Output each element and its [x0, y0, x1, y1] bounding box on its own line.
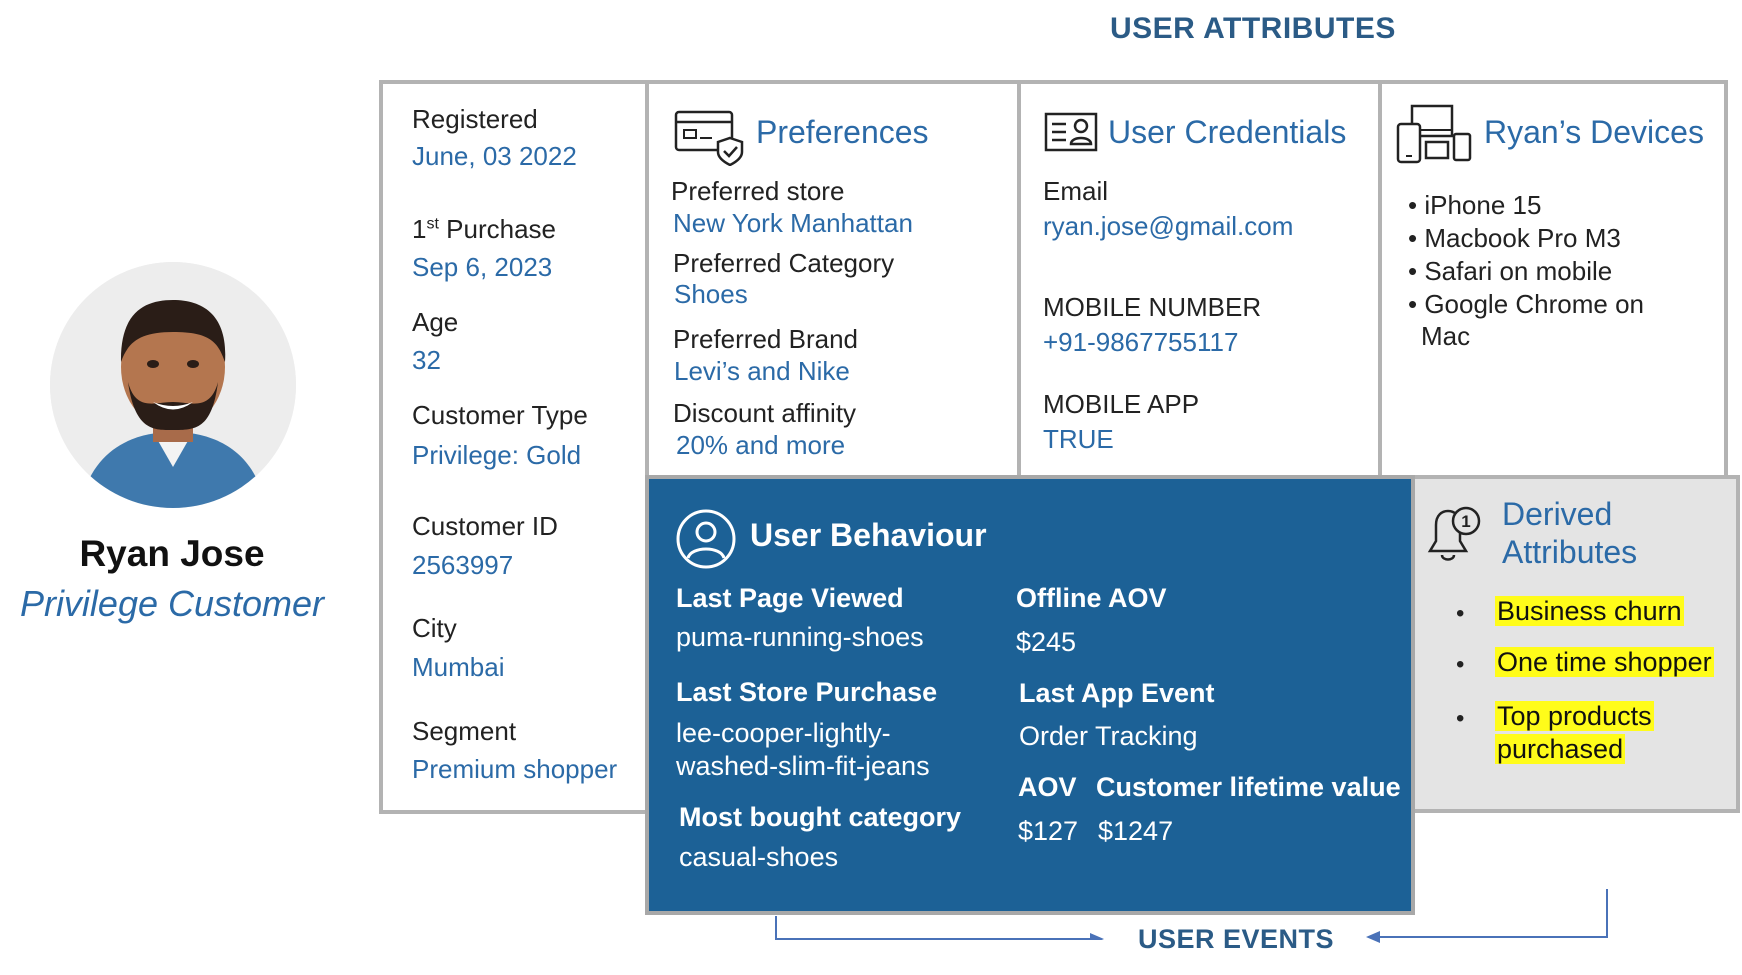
derived-bullet-1: •	[1456, 600, 1465, 627]
first-purchase-label: 1st Purchase	[412, 214, 556, 245]
most-bought-value: casual-shoes	[679, 842, 839, 872]
credentials-title: User Credentials	[1108, 114, 1347, 150]
discount-affinity-value: 20% and more	[676, 430, 846, 460]
derived-bullet-2: •	[1456, 651, 1465, 678]
last-app-event-value: Order Tracking	[1019, 721, 1198, 751]
mobile-number-label: MOBILE NUMBER	[1043, 292, 1262, 322]
profile-subtitle: Privilege Customer	[19, 583, 325, 624]
aov-label: AOV	[1018, 772, 1077, 802]
derived-title-1: Derived	[1502, 496, 1613, 532]
age-label: Age	[412, 307, 459, 337]
device-item-4-cont: Mac	[1421, 321, 1471, 351]
registered-label: Registered	[412, 104, 538, 134]
first-purchase-sup: st	[426, 215, 439, 233]
derived-item-2-text: One time shopper	[1495, 647, 1714, 677]
devices-icon	[1396, 104, 1472, 164]
customer-id-value: 2563997	[412, 550, 514, 580]
last-store-value-1: lee-cooper-lightly-	[676, 718, 891, 748]
device-item-4-text: Google Chrome on	[1424, 289, 1645, 319]
customer-type-value: Privilege: Gold	[412, 440, 582, 470]
last-page-value: puma-running-shoes	[676, 622, 924, 652]
device-item-3: • Safari on mobile	[1408, 256, 1613, 286]
preferences-title: Preferences	[756, 114, 929, 150]
offline-aov-label: Offline AOV	[1016, 583, 1167, 613]
preferred-category-value: Shoes	[674, 279, 748, 309]
id-card-icon	[1044, 112, 1098, 152]
email-label: Email	[1043, 176, 1109, 206]
devices-title: Ryan’s Devices	[1484, 114, 1704, 150]
events-arrow-left	[775, 916, 1104, 940]
device-item-1: • iPhone 15	[1408, 190, 1542, 220]
derived-bullet-3: •	[1456, 705, 1465, 732]
first-purchase-rest: Purchase	[438, 214, 556, 244]
derived-item-3-cont-text: purchased	[1495, 734, 1626, 764]
customer-id-label: Customer ID	[412, 511, 558, 541]
preferred-store-label: Preferred store	[671, 176, 845, 206]
discount-affinity-label: Discount affinity	[673, 398, 857, 428]
last-app-event-label: Last App Event	[1019, 678, 1215, 708]
device-item-2: • Macbook Pro M3	[1408, 223, 1621, 253]
age-value: 32	[412, 345, 441, 375]
clv-value: $1247	[1098, 816, 1174, 846]
user-behaviour-panel	[645, 475, 1415, 915]
profile-name: Ryan Jose	[79, 533, 265, 574]
credentials-panel	[1017, 80, 1382, 479]
city-label: City	[412, 613, 457, 643]
derived-item-3-text: Top products	[1495, 701, 1654, 731]
card-shield-icon	[674, 108, 746, 166]
derived-item-1-text: Business churn	[1495, 596, 1684, 626]
mobile-app-label: MOBILE APP	[1043, 389, 1200, 419]
user-circle-icon	[675, 508, 737, 570]
derived-title-2: Attributes	[1502, 534, 1638, 570]
email-value: ryan.jose@gmail.com	[1043, 211, 1294, 241]
mobile-number-value: +91-9867755117	[1043, 327, 1239, 357]
preferred-category-label: Preferred Category	[673, 248, 895, 278]
offline-aov-value: $245	[1016, 627, 1077, 657]
derived-item-2: One time shopper	[1495, 647, 1714, 678]
customer-type-label: Customer Type	[412, 400, 588, 430]
derived-item-3: Top products	[1495, 701, 1654, 732]
basic-attributes-panel	[379, 80, 649, 814]
events-arrow-right	[1366, 889, 1608, 943]
last-page-label: Last Page Viewed	[676, 583, 904, 613]
device-item-2-text: Macbook Pro M3	[1424, 223, 1621, 253]
user-events-header: USER EVENTS	[1138, 924, 1335, 954]
device-item-3-text: Safari on mobile	[1424, 256, 1613, 286]
segment-value: Premium shopper	[412, 754, 618, 784]
clv-label: Customer lifetime value	[1096, 772, 1401, 802]
device-item-4: • Google Chrome on	[1408, 289, 1645, 319]
device-item-1-text: iPhone 15	[1424, 190, 1542, 220]
registered-value: June, 03 2022	[412, 141, 577, 171]
last-store-value-2: washed-slim-fit-jeans	[676, 751, 930, 781]
last-store-label: Last Store Purchase	[676, 677, 938, 707]
avatar	[50, 262, 296, 508]
derived-item-1: Business churn	[1495, 596, 1684, 627]
first-purchase-num: 1	[412, 214, 427, 244]
mobile-app-value: TRUE	[1043, 424, 1114, 454]
preferred-store-value: New York Manhattan	[673, 208, 913, 238]
user-attributes-header: USER ATTRIBUTES	[1110, 12, 1396, 45]
bell-badge-icon: 1	[1420, 505, 1486, 567]
segment-label: Segment	[412, 716, 517, 746]
user-behaviour-title: User Behaviour	[750, 517, 987, 553]
preferred-brand-label: Preferred Brand	[673, 324, 858, 354]
city-value: Mumbai	[412, 652, 505, 682]
most-bought-label: Most bought category	[679, 802, 961, 832]
avatar-illustration-icon	[50, 262, 296, 508]
derived-item-3-cont: purchased	[1495, 734, 1626, 765]
first-purchase-value: Sep 6, 2023	[412, 252, 553, 282]
preferred-brand-value: Levi’s and Nike	[674, 356, 850, 386]
aov-value: $127	[1018, 816, 1079, 846]
svg-text:1: 1	[1461, 512, 1470, 531]
